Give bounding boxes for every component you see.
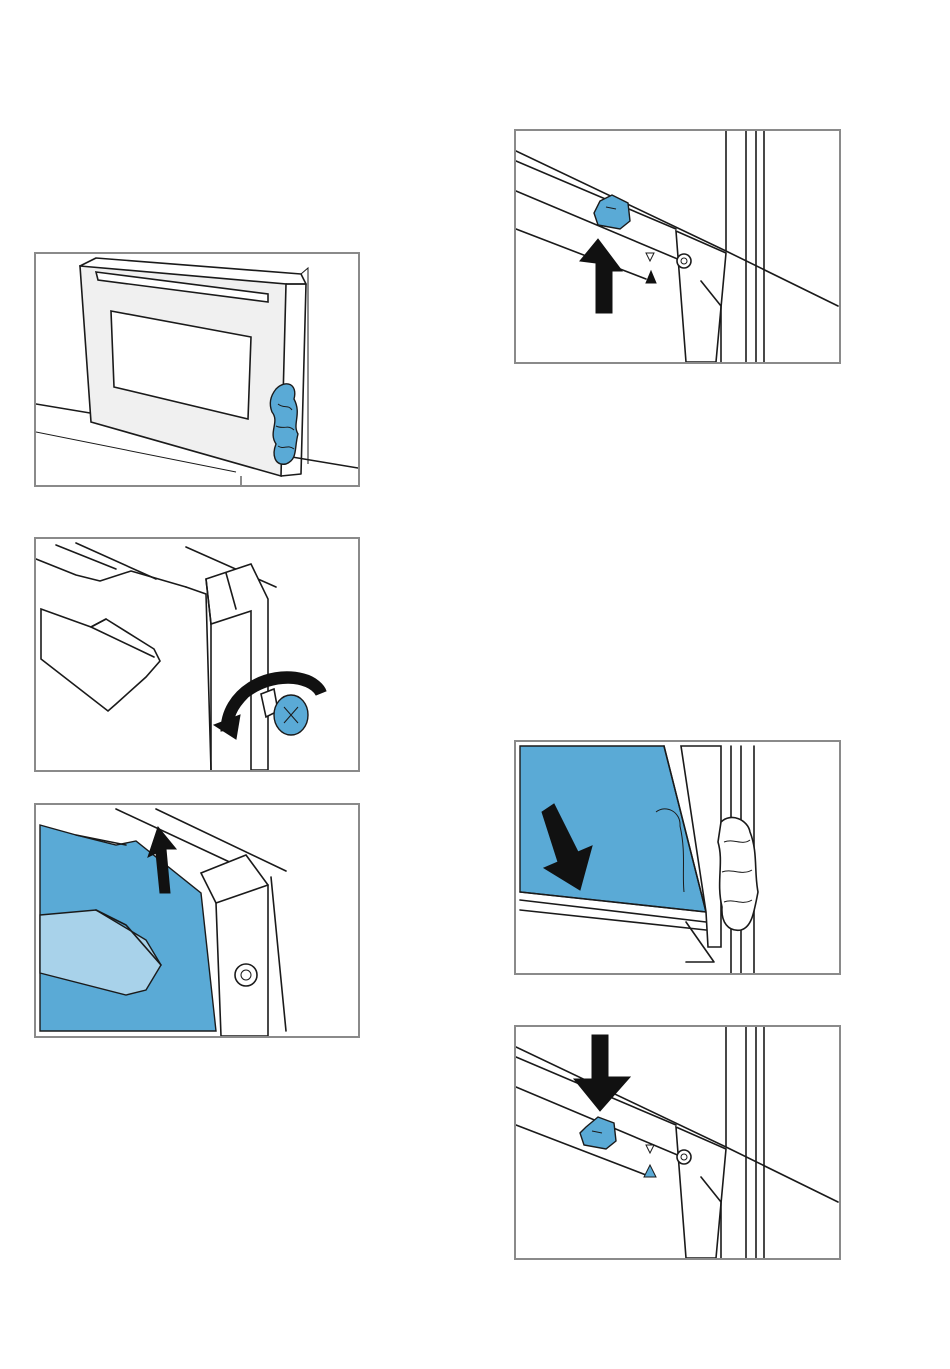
lift-panel-illustration [36, 805, 358, 1036]
figure-unscrew-screw [34, 537, 360, 772]
arrow-up-icon [580, 239, 622, 313]
insert-panel-illustration [516, 742, 839, 973]
oven-door-illustration [36, 254, 358, 485]
figure-clip-press [514, 1025, 841, 1260]
arrow-down-icon [574, 1035, 630, 1111]
clip-icon [580, 1117, 616, 1149]
triangle-marker-icon [646, 253, 656, 283]
clip-release-illustration [516, 131, 839, 362]
figure-clip-release [514, 129, 841, 364]
figure-lift-glass-panel [34, 803, 360, 1038]
figure-insert-glass-panel [514, 740, 841, 975]
triangle-marker-icon [644, 1145, 656, 1177]
clip-press-illustration [516, 1027, 839, 1258]
cloth-icon [270, 384, 298, 464]
unscrew-illustration [36, 539, 358, 770]
figure-door-with-cloth [34, 252, 360, 487]
clip-icon [594, 195, 630, 229]
